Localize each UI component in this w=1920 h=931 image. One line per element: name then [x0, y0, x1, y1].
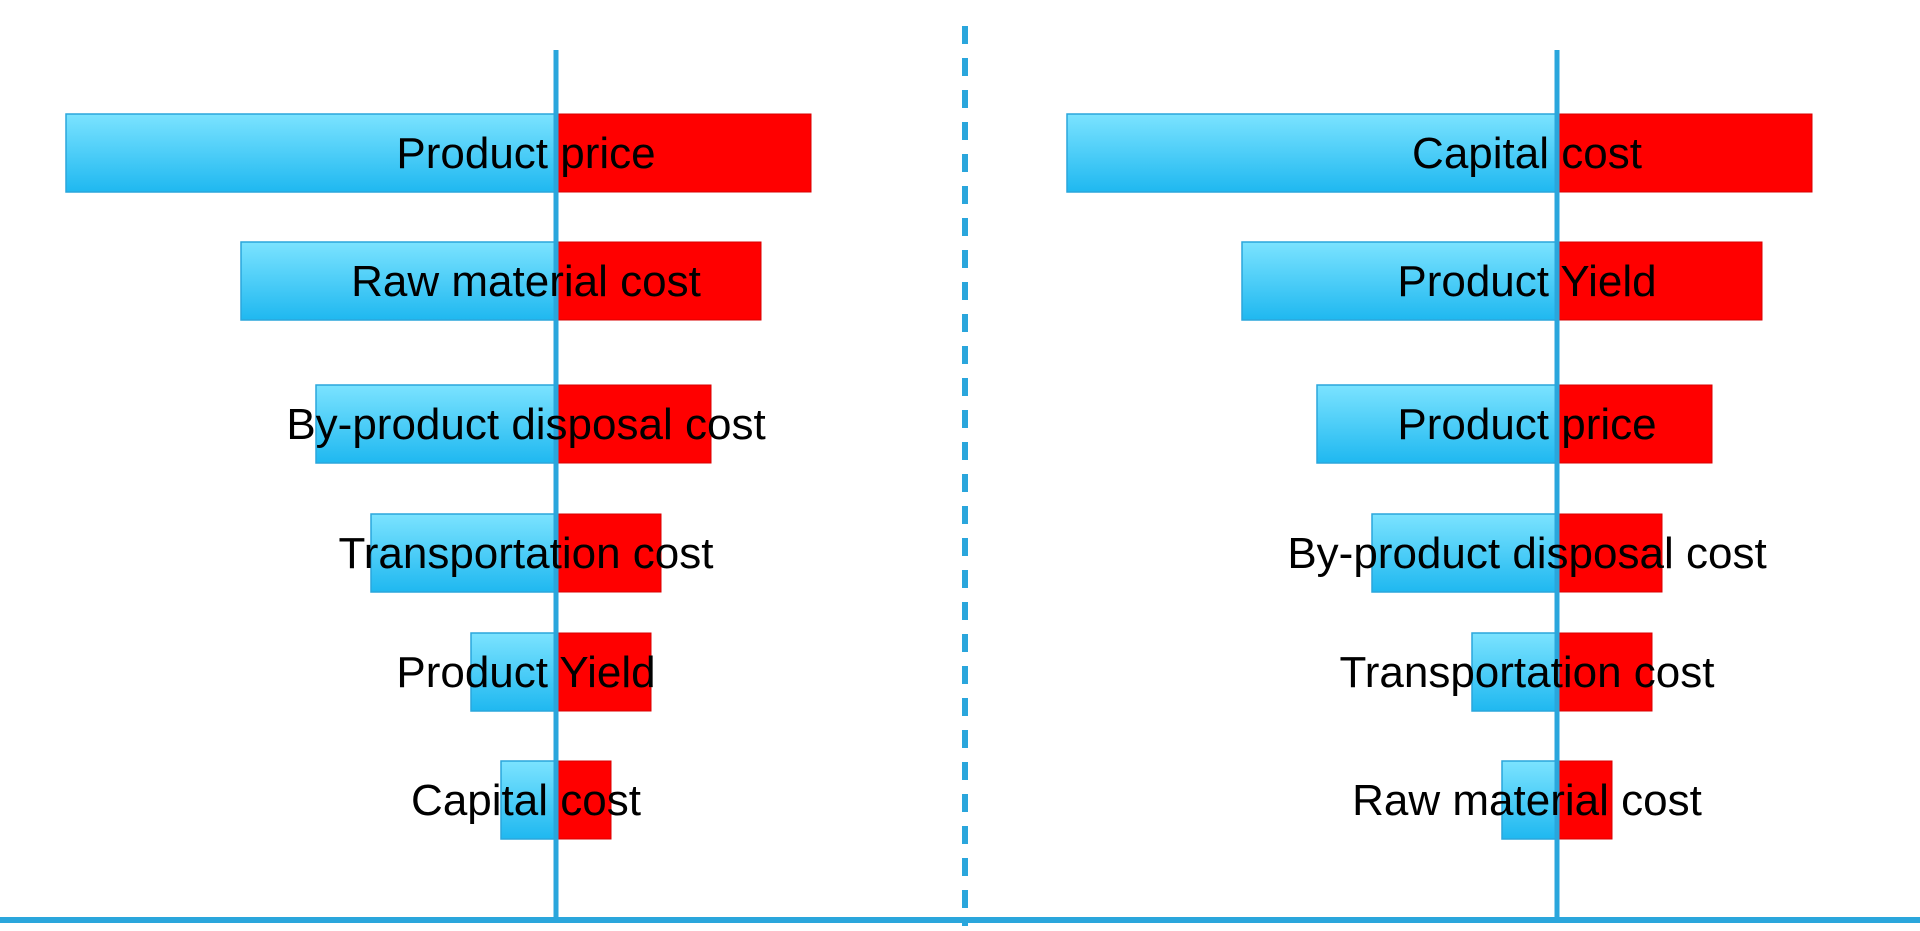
bar-high-1-2: [555, 241, 762, 321]
bar-low-2-4: [1371, 513, 1558, 593]
bar-high-2-1: [1556, 113, 1813, 193]
bar-high-1-3: [555, 384, 712, 464]
bar-low-2-5: [1471, 632, 1558, 712]
bar-low-1-4: [370, 513, 557, 593]
bar-high-2-5: [1556, 632, 1653, 712]
category-label-2-1: Capital cost: [1412, 129, 1642, 178]
bar-low-1-1: [65, 113, 557, 193]
category-label-2-4: By-product disposal cost: [1287, 529, 1766, 578]
category-label-2-3: Product price: [1397, 400, 1656, 449]
category-label-1-5: Product Yield: [396, 648, 655, 697]
category-label-1-4: Transportation cost: [339, 529, 714, 578]
category-label-1-3: By-product disposal cost: [286, 400, 765, 449]
bar-high-1-5: [555, 632, 652, 712]
bar-low-1-5: [470, 632, 557, 712]
category-label-1-6: Capital cost: [411, 776, 641, 825]
bar-high-1-6: [555, 760, 612, 840]
category-label-1-1: Product price: [396, 129, 655, 178]
bar-high-1-1: [555, 113, 812, 193]
category-label-2-2: Product Yield: [1397, 257, 1656, 306]
bar-low-2-6: [1501, 760, 1558, 840]
category-label-2-5: Transportation cost: [1340, 648, 1715, 697]
bar-low-1-3: [315, 384, 557, 464]
bar-high-2-4: [1556, 513, 1663, 593]
bar-low-2-1: [1066, 113, 1558, 193]
category-label-2-6: Raw material cost: [1352, 776, 1702, 825]
bar-low-1-2: [240, 241, 557, 321]
category-label-1-2: Raw material cost: [351, 257, 701, 306]
bar-low-2-3: [1316, 384, 1558, 464]
